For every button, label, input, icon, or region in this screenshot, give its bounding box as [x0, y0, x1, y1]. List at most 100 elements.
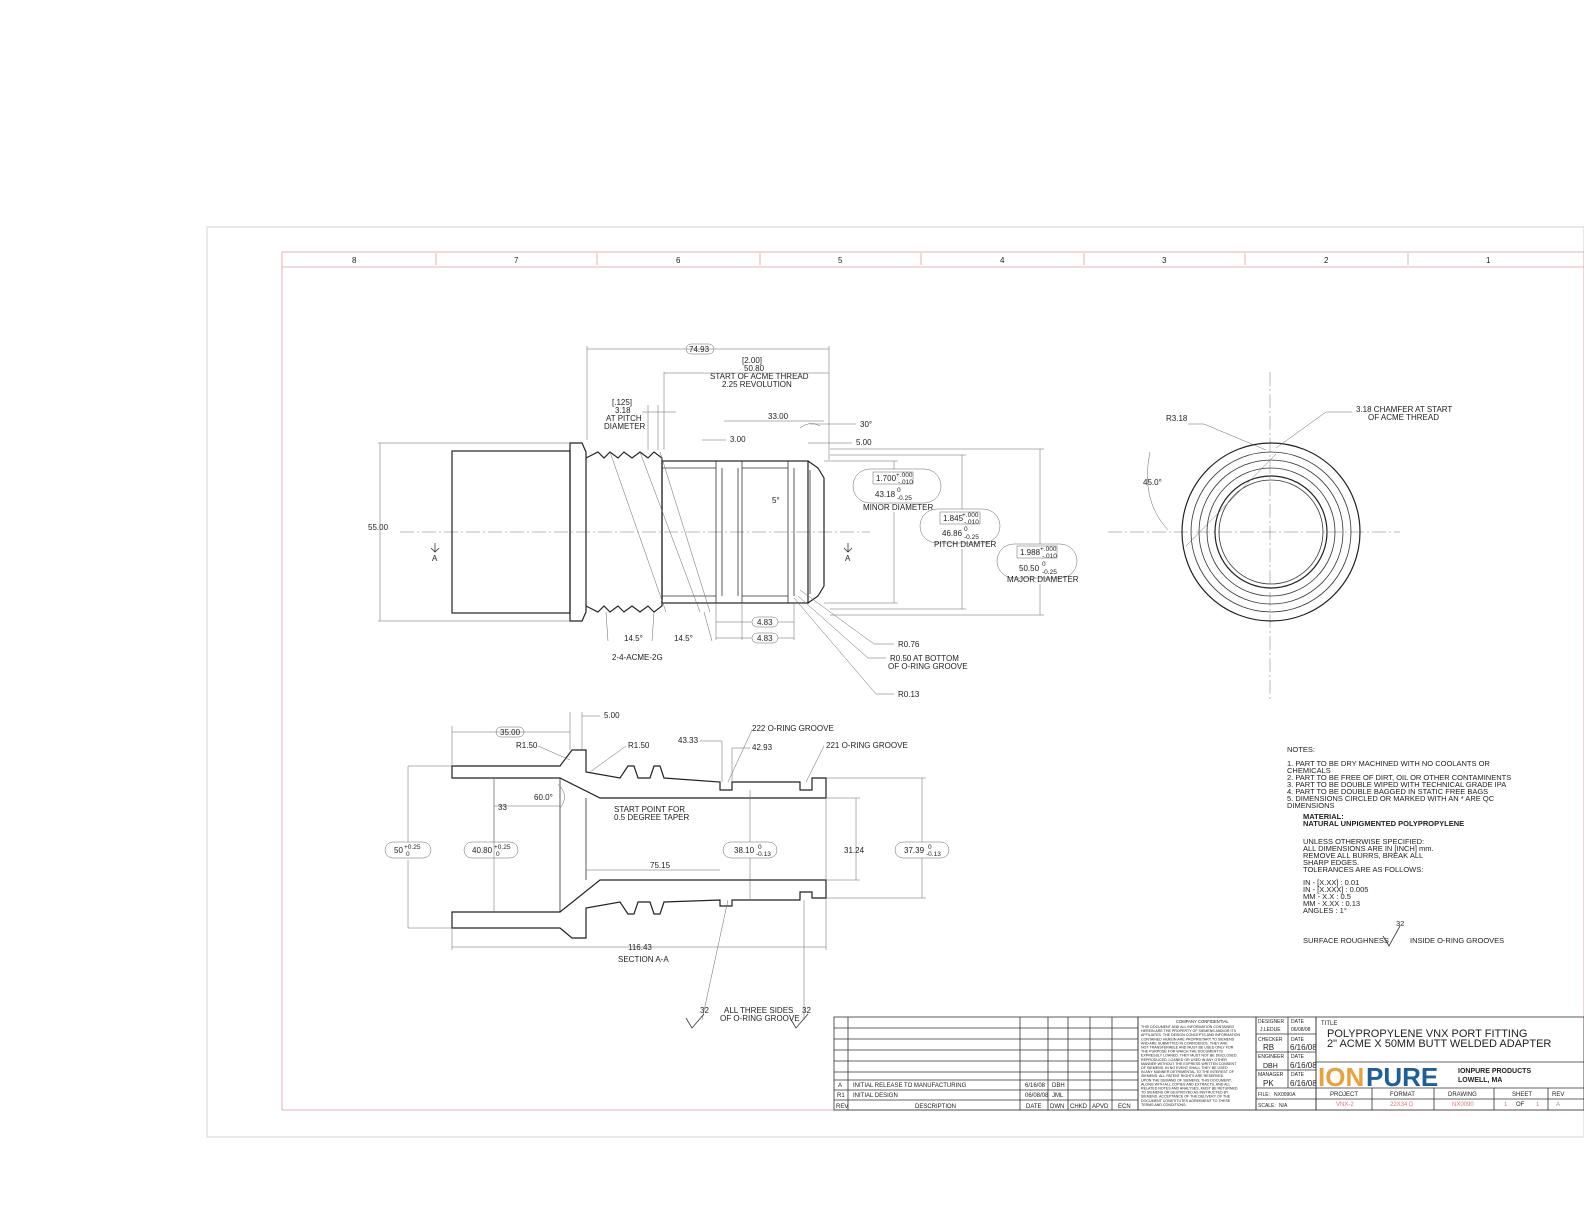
sec-75-15: 75.15 [650, 861, 671, 870]
sheet-of: OF [1516, 1102, 1525, 1108]
pitch-tol-mm-top: 0 [964, 526, 968, 533]
confidential-line: DOCUMENT CONSTITUTES AGREEMENT TO THESE [1141, 1099, 1231, 1103]
designer-value: J.LEDUE [1260, 1027, 1281, 1033]
end-view: R3.18 3.18 CHAMFER AT START OF ACME THRE… [1108, 372, 1452, 700]
sec-50-tol: +0.25 [404, 844, 421, 851]
rough-32-a: 32 [700, 1006, 709, 1015]
ang-45: 45.0° [1143, 478, 1162, 487]
drawing-value: NX0090 [1452, 1102, 1474, 1108]
sec-40-80-tol2: 0 [496, 851, 500, 858]
pitch-tol-mm-bot: -0.25 [964, 534, 979, 541]
chamfer-label-1: 3.18 CHAMFER AT START [1356, 405, 1452, 414]
rev-row-r1-desc: INITIAL DESIGN [853, 1093, 898, 1099]
thread-rev-label: 2.25 REVOLUTION [722, 380, 792, 389]
tol-4: MM - X.XX : 0.13 [1303, 899, 1360, 908]
tol-1: IN - [X.XX] : 0.01 [1303, 878, 1359, 887]
confidential-line: TERMS AND CONDITIONS. [1141, 1103, 1187, 1107]
dim-5-00: 5.00 [856, 438, 872, 447]
minor-dia-in: 1.700 [876, 474, 897, 483]
rev-value: A [1556, 1102, 1560, 1108]
note-5b: DIMENSIONS [1287, 801, 1335, 810]
manager-date-label: DATE [1291, 1072, 1305, 1078]
unless-3: REMOVE ALL BURRS, BREAK ALL [1303, 851, 1423, 860]
zone-6: 6 [676, 256, 681, 265]
sec-groove-221: 221 O-RING GROOVE [826, 741, 908, 750]
dim-4-83-a: 4.83 [757, 618, 773, 627]
dim-33-00: 33.00 [768, 412, 789, 421]
minor-tol-mm-top: 0 [897, 487, 901, 494]
rough-note-right: INSIDE O-RING GROOVES [1410, 936, 1504, 945]
manager-value: PK [1263, 1079, 1274, 1088]
zone-2: 2 [1324, 256, 1329, 265]
unless-2: ALL DIMENSIONS ARE IN [INCH] mm. [1303, 844, 1434, 853]
r0-50-2: OF O-RING GROOVE [888, 662, 968, 671]
r0-50-1: R0.50 AT BOTTOM [890, 654, 959, 663]
note-2: 2. PART TO BE FREE OF DIRT, OIL OR OTHER… [1287, 773, 1511, 782]
rev-row-a-dwn: DBH [1052, 1083, 1065, 1089]
designer-date-label: DATE [1291, 1019, 1305, 1025]
rev-hdr-ecn: ECN [1118, 1104, 1131, 1110]
major-dia-in: 1.988 [1020, 548, 1041, 557]
sec-35-00: 35.00 [500, 728, 521, 737]
drawing-title-1: POLYPROPYLENE VNX PORT FITTING [1327, 1028, 1528, 1040]
minor-tol-in-top: +.000 [896, 472, 913, 479]
pitch-tol-in-top: +.000 [962, 512, 979, 519]
zone-1: 1 [1486, 256, 1491, 265]
rev-row-r1-rev: R1 [837, 1093, 845, 1099]
confidential-line: RELATED NOTES AND ANALYSES, MUST BE RETU… [1141, 1087, 1238, 1091]
pitch-dia-mm: 46.86 [942, 529, 963, 538]
format-label: FORMAT [1390, 1092, 1415, 1098]
dim-74-93: 74.93 [689, 345, 710, 354]
sec-50: 50 [394, 846, 403, 855]
minor-dia-label: MINOR DIAMETER [863, 503, 933, 512]
dim-14-5-left: 14.5° [624, 634, 643, 643]
checker-label: CHECKER [1258, 1037, 1283, 1043]
rough-note-left: SURFACE ROUGHNESS [1303, 936, 1389, 945]
paper-outline [206, 226, 1584, 1138]
confidential-line: CONTAINED HEREIN ARE PROPRIETARY TO SIEM… [1141, 1037, 1235, 1041]
drawing-label: DRAWING [1448, 1092, 1477, 1098]
confidential-line: MANNER WITHOUT THE EXPRESS WRITTEN CONSE… [1141, 1062, 1237, 1066]
rev-hdr-chkd: CHKD [1070, 1104, 1088, 1110]
manager-label: MANAGER [1258, 1072, 1284, 1078]
sheet-total: 1 [1536, 1102, 1540, 1108]
confidential-line: ALONG WITH ALL COPIES AND EXTRACTS, AND … [1141, 1082, 1231, 1086]
zone-8: 8 [352, 256, 357, 265]
notes-heading: NOTES: [1287, 745, 1315, 754]
sec-37-39-tol: 0 [928, 844, 932, 851]
engineer-date: 6/16/08 [1290, 1061, 1317, 1070]
minor-tol-in-bot: -.010 [898, 479, 913, 486]
tol-3: MM - X.X : 0.5 [1303, 892, 1351, 901]
pitch-label-2: DIAMETER [604, 422, 646, 431]
confidential-line: AFFILIATES. THE DESIGN CONCEPTS AND INFO… [1141, 1033, 1240, 1037]
title-label: TITLE [1321, 1021, 1337, 1027]
sec-groove-222: 222 O-RING GROOVE [752, 724, 834, 733]
rev-hdr-dwn: DWN [1050, 1104, 1064, 1110]
major-dia-label: MAJOR DIAMETER [1007, 575, 1079, 584]
confidential-title: COMPANY CONFIDENTIAL [1176, 1019, 1229, 1024]
approvals-block: DESIGNER J.LEDUE DATE 06/08/08 CHECKER R… [1255, 1016, 1317, 1111]
side-view: 74.93 [2.00] 50.80 START OF ACME THREAD … [368, 343, 1079, 699]
dim-pitch-mm: 3.18 [615, 406, 631, 415]
engineer-label: ENGINEER [1258, 1054, 1285, 1060]
sheet-number: 1 [1504, 1102, 1508, 1108]
sec-38-10-tol: 0 [758, 844, 762, 851]
sec-43-33: 43.33 [678, 736, 699, 745]
section-a-a: 35.00 5.00 R1.50 R1.50 43.33 222 O-RING … [384, 711, 950, 1029]
notes-block: NOTES: 1. PART TO BE DRY MACHINED WITH N… [1287, 745, 1511, 947]
file-value: NX0090A [1274, 1092, 1296, 1098]
confidential-line: AND ARE SUBMITTED IN CONFIDENCE. THEY AR… [1141, 1041, 1228, 1045]
sec-38-10: 38.10 [734, 846, 755, 855]
dim-3-00: 3.00 [730, 435, 746, 444]
unless-4: SHARP EDGES. [1303, 858, 1359, 867]
logo-ion: ION [1318, 1062, 1364, 1092]
note-3: 3. PART TO BE DOUBLE WIPED WITH TECHNICA… [1287, 780, 1506, 789]
confidential-line: THE PURPOSE FOR WHICH THE DOCUMENT IS [1141, 1050, 1223, 1054]
sec-50-tol2: 0 [406, 851, 410, 858]
thread-spec-label: 2-4-ACME-2G [612, 653, 663, 662]
confidential-line: TO SIEMENS OR DESTROYED AS INSTRUCTED BY [1141, 1091, 1229, 1095]
rev-row-r1-dwn: JML [1052, 1093, 1064, 1099]
rough-note-value: 32 [1396, 919, 1404, 928]
note-1: 1. PART TO BE DRY MACHINED WITH NO COOLA… [1287, 759, 1490, 768]
note-1b: CHEMICALS [1287, 766, 1331, 775]
